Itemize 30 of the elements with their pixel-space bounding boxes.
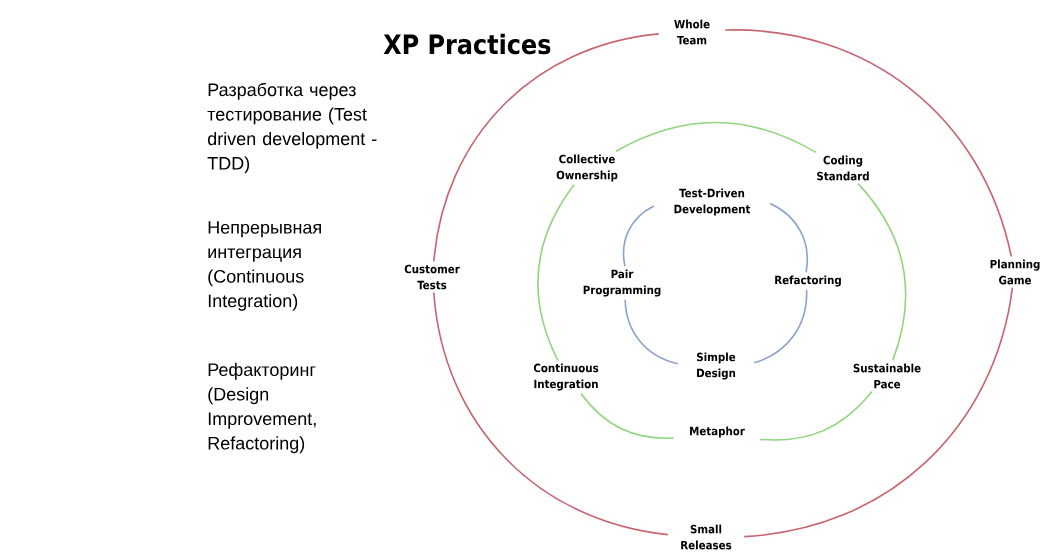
- ring-arc: [622, 205, 655, 268]
- ring-arc: [753, 288, 808, 364]
- practice-label: Metaphor: [690, 426, 745, 438]
- ring-arc: [724, 29, 1013, 258]
- practice-label: Planning Game: [990, 259, 1040, 285]
- practice-label: Collective Ownership: [556, 154, 618, 182]
- ring-arc: [857, 182, 907, 362]
- ring-arc: [433, 33, 660, 263]
- ring-arc: [743, 286, 1014, 538]
- note: Рефакторинг (Design Improvement, Refactoring): [208, 362, 316, 454]
- practice-label: Small Releases: [681, 524, 732, 550]
- ring-arc: [580, 392, 675, 439]
- ring-arc: [759, 390, 873, 441]
- ring-arc: [432, 291, 669, 536]
- practice-label: Test-Driven Development: [674, 188, 751, 216]
- ring-arc: [769, 202, 809, 274]
- practice-label: Customer Tests: [404, 264, 460, 290]
- practice-label: Coding Standard: [817, 155, 869, 181]
- practice-label: Pair Programming: [583, 269, 661, 297]
- practice-label: Refactoring: [775, 275, 841, 287]
- note: Разработка через тестирование (Test driven development - TDD): [207, 82, 377, 174]
- note: Непрерывная интеграция (Continuous Integration): [208, 221, 321, 311]
- ring-arc: [624, 298, 679, 365]
- practice-label: Continuous Integration: [533, 363, 599, 391]
- ring-arc: [615, 121, 817, 154]
- practice-label: Whole Team: [674, 19, 710, 45]
- practice-label: Simple Design: [697, 352, 736, 380]
- title: XP Practices: [383, 33, 551, 55]
- practice-label: Sustainable Pace: [853, 363, 921, 389]
- ring-arc: [537, 183, 575, 362]
